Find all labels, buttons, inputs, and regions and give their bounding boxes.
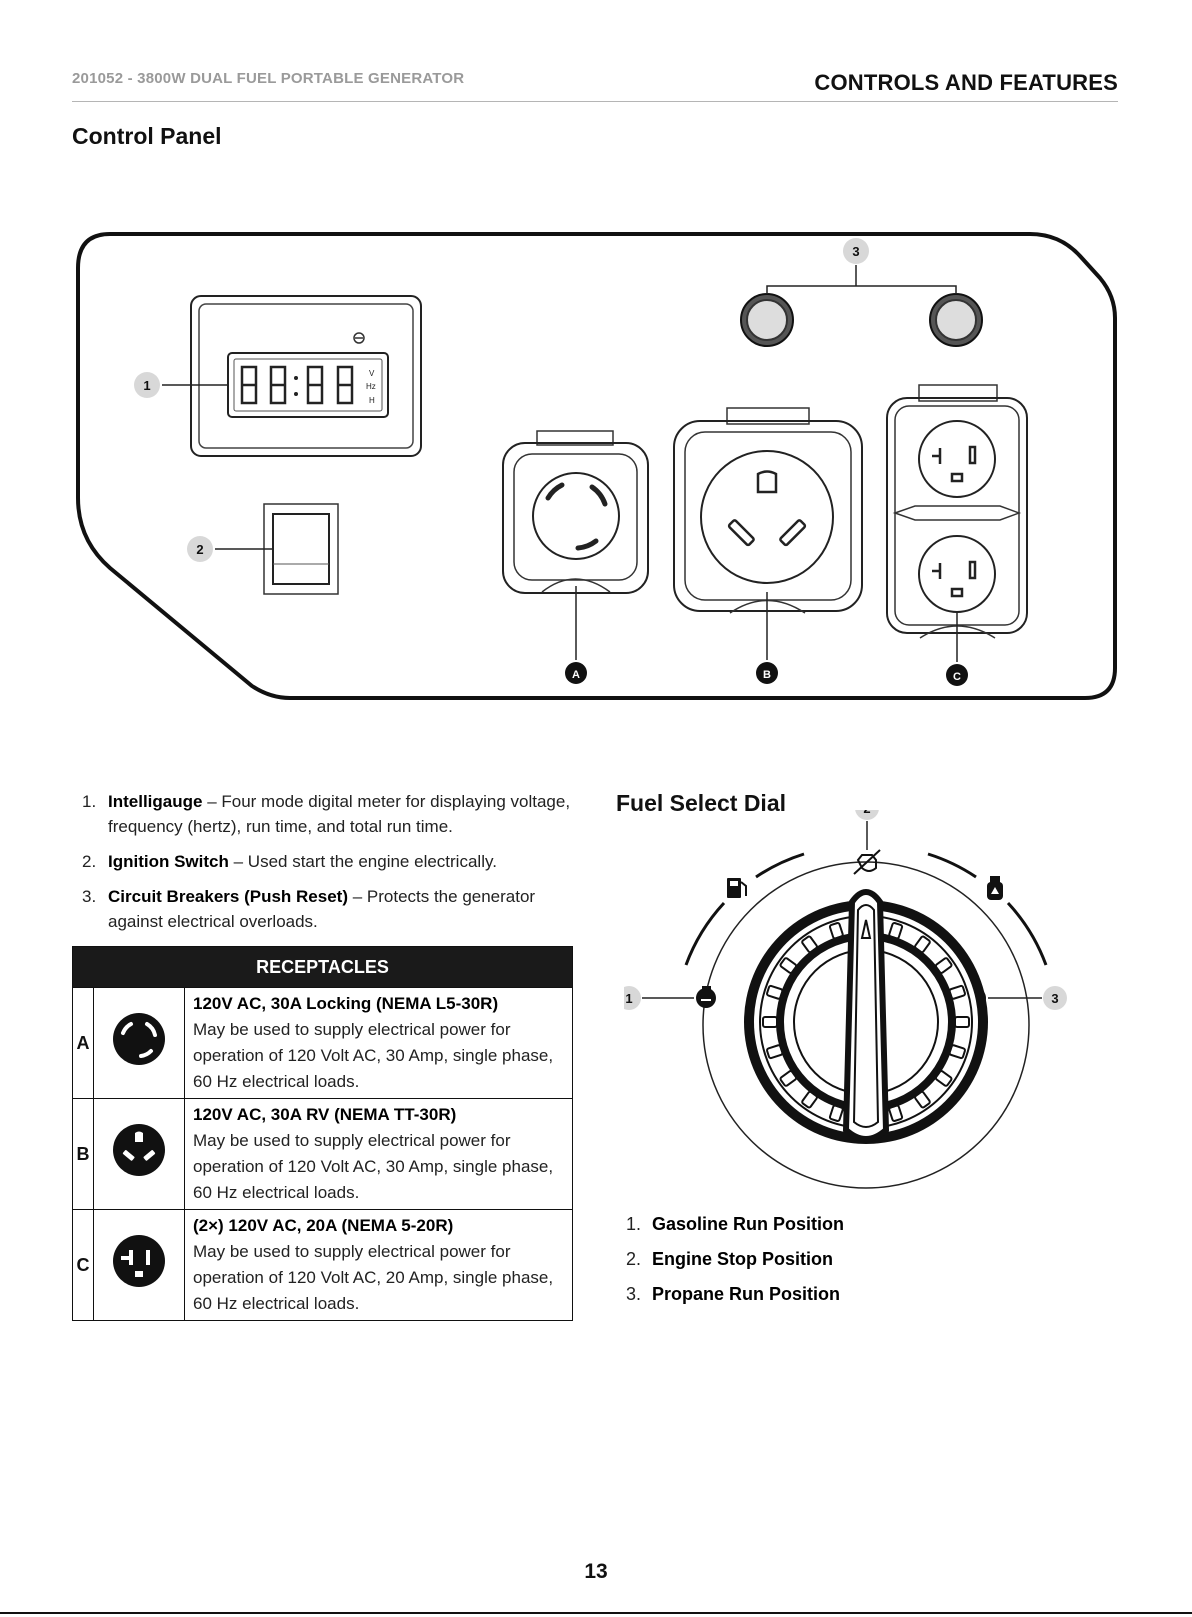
callout-2-badge [187, 536, 213, 562]
svg-text:C: C [953, 671, 961, 683]
knob-ridge [762, 1016, 778, 1028]
unit-volts: V [369, 369, 375, 378]
fuel-select-knob [744, 889, 988, 1144]
receptacle-c-5-20r-duplex [886, 384, 1028, 639]
receptacle-description: May be used to supply electrical power f… [193, 1131, 554, 1202]
panel-outline [76, 232, 1117, 700]
header-divider [72, 101, 1118, 102]
receptacle-b-tt-30r [673, 407, 863, 614]
unit-hertz: Hz [366, 382, 376, 391]
dial-callout-3-badge [1043, 986, 1067, 1010]
callout-a-badge [565, 662, 587, 684]
circuit-breakers [740, 265, 983, 347]
page-number: 13 [584, 1560, 608, 1583]
fuel-position-list: 1.Gasoline Run Position 2.Engine Stop Po… [616, 1212, 1086, 1317]
fuel-dial-heading: Fuel Select Dial [616, 790, 787, 816]
svg-text:B: B [763, 669, 771, 681]
feature-list: 1.Intelligauge – Four mode digital meter… [72, 789, 582, 944]
receptacle-title: (2×) 120V AC, 20A (NEMA 5-20R) [193, 1216, 454, 1235]
intelligauge-meter: V Hz H [190, 295, 422, 457]
callout-c-badge [946, 664, 968, 686]
list-item: 1.Intelligauge – Four mode digital meter… [82, 792, 571, 836]
svg-text:3: 3 [852, 244, 859, 259]
list-item: 2.Engine Stop Position [626, 1249, 833, 1269]
receptacle-description: May be used to supply electrical power f… [193, 1242, 554, 1313]
dial-callout-1-badge [624, 986, 641, 1010]
list-item: 2.Ignition Switch – Used start the engin… [82, 852, 497, 871]
receptacle-title: 120V AC, 30A RV (NEMA TT-30R) [193, 1105, 457, 1124]
gasoline-run-icon [696, 986, 716, 1008]
row-letter: C [72, 1209, 94, 1321]
l5-30r-outlet-icon [113, 1013, 165, 1065]
section-title: CONTROLS AND FEATURES [814, 70, 1118, 95]
table-row: B 120V AC, 30A RV (NEMA TT-30R) May be u… [72, 1098, 573, 1210]
control-panel-heading: Control Panel [72, 123, 222, 149]
propane-tank-icon [987, 876, 1003, 900]
receptacles-table: RECEPTACLES A 120V AC, 30A Locking (NEMA… [72, 946, 573, 1321]
table-row: A 120V AC, 30A Locking (NEMA L5-30R) May… [72, 987, 573, 1099]
receptacle-description: May be used to supply electrical power f… [193, 1020, 554, 1091]
list-item: 3.Circuit Breakers (Push Reset) – Protec… [82, 887, 536, 931]
ignition-switch [263, 503, 339, 595]
row-letter: A [72, 987, 94, 1099]
footer-rule [0, 1612, 1192, 1614]
knob-ridge [954, 1016, 970, 1028]
list-item: 1.Gasoline Run Position [626, 1214, 845, 1234]
fuel-select-dial-diagram: 1 2 3 [624, 810, 1067, 1189]
engine-stop-icon [853, 849, 881, 875]
svg-text:1: 1 [625, 991, 632, 1006]
callout-3-badge [843, 238, 869, 264]
receptacle-a-l5-30r [502, 430, 649, 594]
row-letter: B [72, 1098, 94, 1210]
document-title: 201052 - 3800W DUAL FUEL PORTABLE GENERA… [72, 70, 465, 87]
tt-30r-outlet-icon [113, 1124, 165, 1176]
table-heading: RECEPTACLES [72, 946, 573, 988]
5-20r-outlet-icon [113, 1235, 165, 1287]
table-row: C (2×) 120V AC, 20A (NEMA 5-20R) May be … [72, 1209, 573, 1321]
svg-text:A: A [572, 669, 580, 681]
list-item: 3.Propane Run Position [626, 1284, 841, 1304]
callout-b-badge [756, 662, 778, 684]
control-panel-diagram: V Hz H 1 2 3 A [76, 232, 1117, 700]
unit-hours: H [369, 396, 375, 405]
svg-text:2: 2 [196, 542, 203, 557]
gas-pump-icon [727, 878, 747, 898]
svg-text:1: 1 [143, 378, 150, 393]
dial-callout-2-badge [855, 810, 879, 820]
svg-text:3: 3 [1051, 991, 1058, 1006]
svg-text:2: 2 [863, 810, 870, 816]
receptacle-title: 120V AC, 30A Locking (NEMA L5-30R) [193, 994, 499, 1013]
callout-1-badge [134, 372, 160, 398]
